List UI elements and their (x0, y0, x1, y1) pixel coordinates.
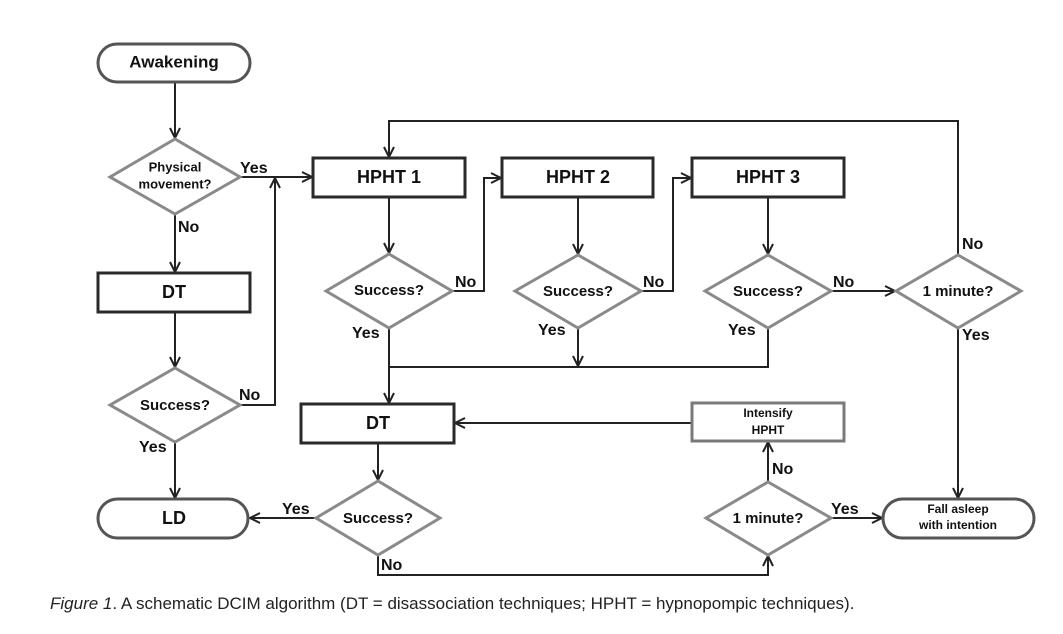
node-hpht1-label: HPHT 1 (357, 167, 421, 187)
edge-label-physical-no: No (178, 219, 200, 236)
figure-caption: Figure 1. A schematic DCIM algorithm (DT… (50, 594, 854, 614)
node-success-hpht3: Success? (702, 253, 834, 330)
node-fall-asleep-label-2: with intention (918, 518, 997, 532)
node-intensify-label-2: HPHT (752, 423, 785, 437)
edge-label-minute-bottom-yes: Yes (831, 501, 859, 518)
node-minute-bottom: 1 minute? (703, 480, 834, 557)
edge-success2-no-to-hpht3 (641, 178, 691, 292)
node-intensify-label-1: Intensify (743, 406, 793, 420)
node-ld-label: LD (162, 508, 186, 528)
edge-label-success2-yes: Yes (538, 322, 566, 339)
node-success-hpht1-label: Success? (354, 282, 424, 299)
node-minute-top-label: 1 minute? (923, 283, 994, 300)
node-hpht2-label: HPHT 2 (546, 167, 610, 187)
edge-minute-top-no-to-hpht1 (389, 120, 959, 254)
edge-label-success-left-yes: Yes (139, 439, 167, 456)
node-success-dt-label: Success? (343, 510, 413, 527)
node-hpht3: HPHT 3 (690, 156, 846, 199)
edge-label-success3-yes: Yes (728, 322, 756, 339)
node-ld: LD (96, 497, 250, 540)
node-dt-left: DT (96, 271, 252, 314)
node-success-hpht2: Success? (512, 253, 644, 330)
node-success-hpht3-label: Success? (733, 283, 803, 300)
node-minute-bottom-label: 1 minute? (733, 510, 804, 527)
node-physical-movement: Physical movement? (106, 137, 244, 216)
edge-label-minute-top-no: No (962, 236, 984, 253)
edge-success1-no-to-hpht2 (452, 178, 501, 292)
edge-label-success-dt-no: No (381, 557, 403, 574)
edge-label-physical-yes: Yes (240, 160, 268, 177)
edge-label-success-dt-yes: Yes (282, 501, 310, 518)
node-dt-center-label: DT (366, 413, 390, 433)
node-success-left: Success? (106, 366, 244, 444)
node-minute-top: 1 minute? (893, 253, 1024, 330)
edge-label-success-left-no: No (239, 387, 261, 404)
figure-caption-text: . A schematic DCIM algorithm (DT = disas… (112, 594, 855, 613)
node-hpht2: HPHT 2 (500, 156, 655, 199)
node-success-dt: Success? (313, 479, 443, 557)
edge-label-success2-no: No (643, 274, 665, 291)
edge-success-dt-no-to-minute-bottom (377, 556, 768, 576)
node-intensify-hpht: Intensify HPHT (690, 401, 846, 443)
node-awakening-label: Awakening (129, 52, 218, 71)
edge-label-minute-bottom-no: No (772, 461, 794, 478)
node-fall-asleep-label-1: Fall asleep (927, 502, 988, 516)
node-fall-asleep: Fall asleep with intention (881, 497, 1036, 540)
edge-label-success3-no: No (833, 274, 855, 291)
edge-success-left-no-up (240, 178, 275, 406)
node-success-left-label: Success? (140, 397, 210, 414)
node-dt-left-label: DT (162, 282, 186, 302)
edge-success3-yes-join (389, 328, 769, 368)
node-hpht1: HPHT 1 (311, 156, 467, 199)
node-dt-center: DT (299, 402, 456, 445)
edge-label-success1-yes: Yes (352, 325, 380, 342)
figure-caption-prefix: Figure 1 (50, 594, 113, 613)
node-success-hpht1: Success? (323, 252, 455, 330)
edge-label-success1-no: No (455, 274, 477, 291)
node-physical-movement-label-1: Physical (149, 159, 202, 174)
node-hpht3-label: HPHT 3 (736, 167, 800, 187)
node-awakening: Awakening (96, 42, 252, 84)
node-success-hpht2-label: Success? (543, 283, 613, 300)
node-physical-movement-label-2: movement? (139, 176, 212, 191)
edge-label-minute-top-yes: Yes (962, 327, 990, 344)
